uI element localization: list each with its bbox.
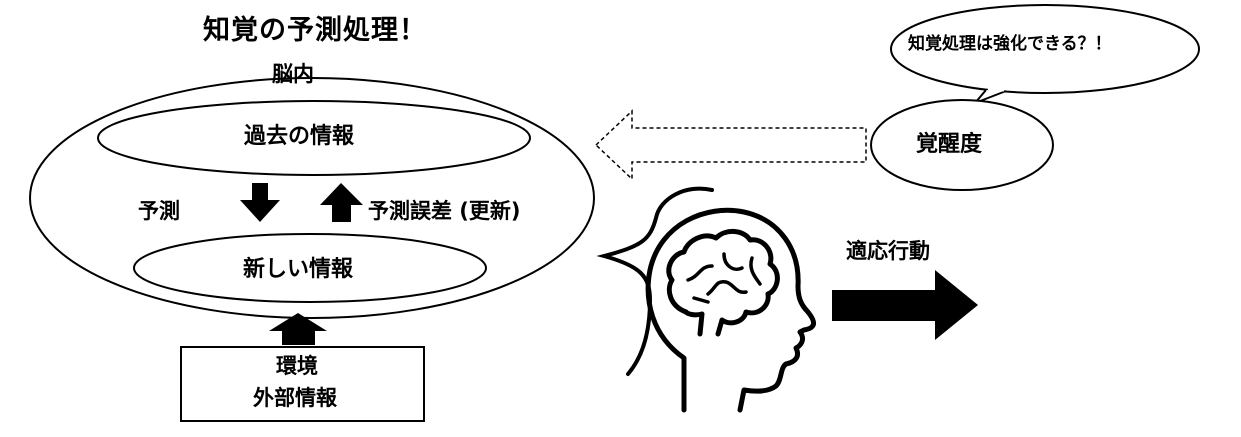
brain-label: 脳内 [272,62,314,86]
arousal-label: 覚醒度 [916,132,983,157]
brain-outer-ellipse [29,77,595,319]
diagram-title: 知覚の予測処理！ [203,15,427,46]
curly-brace-icon [596,186,714,376]
head-brain-icon [645,207,816,413]
arrow-down-icon [240,183,280,222]
past-info-ellipse [97,100,531,176]
arrow-up-icon [320,183,363,222]
predict-label: 予測 [138,199,180,223]
arousal-ellipse [870,99,1054,191]
arrow-up-icon [269,313,327,345]
prediction-error-label: 予測誤差 (更新) [368,199,521,223]
past-info-label: 過去の情報 [244,124,355,149]
adaptive-behavior-label: 適応行動 [846,239,930,263]
new-info-label: 新しい情報 [243,257,354,282]
thought-bubble [890,4,1200,94]
arrow-right-icon [832,270,978,340]
environment-label: 環境 [276,354,318,378]
dashed-arrow-left-icon [594,109,867,181]
thought-bubble-text: 知覚処理は強化できる？！ [908,34,1112,54]
environment-box [180,346,425,422]
new-info-ellipse [133,233,487,303]
external-info-label: 外部情報 [253,386,337,410]
